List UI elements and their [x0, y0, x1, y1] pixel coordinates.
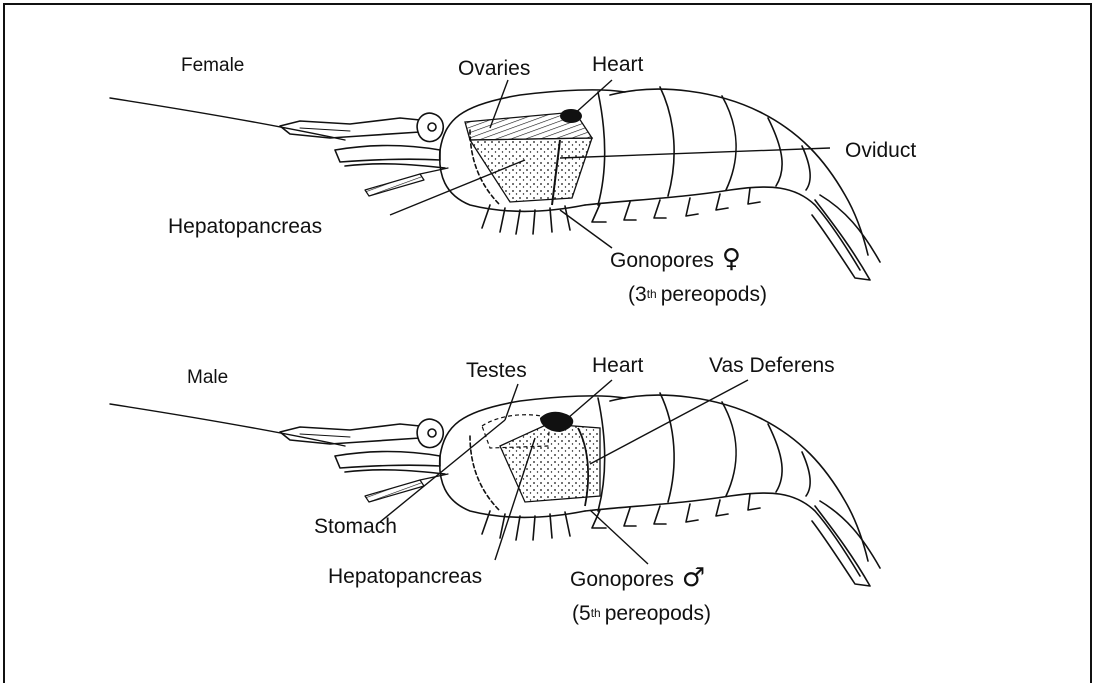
gonopores-label-male: Gonopores ♂ — [570, 565, 705, 591]
hepatopancreas-label-male: Hepatopancreas — [328, 566, 482, 587]
male-symbol-icon: ♂ — [682, 563, 705, 593]
gonopores-text: Gonopores — [570, 568, 674, 591]
ovaries-label: Ovaries — [458, 58, 530, 79]
stomach-label: Stomach — [314, 516, 397, 537]
pereopods-note-male: (5th pereopods) — [572, 603, 711, 624]
hepatopancreas-label-female: Hepatopancreas — [168, 216, 322, 237]
heart-mark — [560, 109, 582, 123]
testes-label: Testes — [466, 360, 527, 381]
pereopods-number: (3 — [628, 283, 647, 306]
female-leader-lines — [390, 80, 830, 248]
pereopods-suffix: th — [647, 287, 657, 301]
pereopods-number: (5 — [572, 602, 591, 625]
male-label: Male — [187, 368, 228, 387]
heart-label-female: Heart — [592, 54, 643, 75]
oviduct-label: Oviduct — [845, 140, 916, 161]
male-shrimp — [110, 393, 880, 586]
pereopods-suffix: th — [591, 606, 601, 620]
heart-label-male: Heart — [592, 355, 643, 376]
pereopods-note-female: (3th pereopods) — [628, 284, 767, 305]
female-symbol-icon: ♀ — [722, 244, 741, 274]
pereopods-text: pereopods) — [605, 602, 711, 625]
female-shrimp — [110, 80, 880, 280]
pereopods-text: pereopods) — [661, 283, 767, 306]
female-label: Female — [181, 56, 244, 75]
vas-deferens-label: Vas Deferens — [709, 355, 835, 376]
gonopores-text: Gonopores — [610, 249, 714, 272]
gonopores-label-female: Gonopores ♀ — [610, 246, 741, 272]
